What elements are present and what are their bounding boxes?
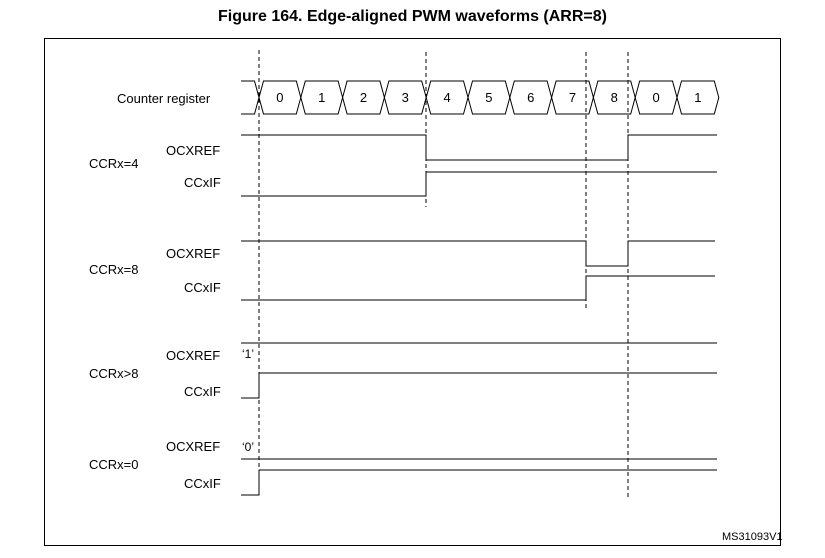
counter-value: 2 xyxy=(360,90,367,105)
group-ccrx-4: CCRx=4 OCXREF CCxIF xyxy=(89,134,717,197)
group-ccrx-0: CCRx=0 OCXREF CCxIF ‘0’ xyxy=(89,439,717,496)
counter-value: 7 xyxy=(569,90,576,105)
timing-markers xyxy=(258,50,629,498)
constant-level-label: ‘1’ xyxy=(242,347,254,361)
counter-value: 3 xyxy=(402,90,409,105)
group-ccrx-8: CCRx=8 OCXREF CCxIF xyxy=(89,240,715,301)
group-ccrx-gt-8: CCRx>8 OCXREF CCxIF ‘1’ xyxy=(89,342,717,399)
counter-value: 6 xyxy=(527,90,534,105)
ocxref-label: OCXREF xyxy=(166,348,220,363)
ccxif-waveform xyxy=(241,469,717,496)
counter-register-cells: 0 1 2 3 4 5 6 7 8 0 1 xyxy=(241,80,720,115)
counter-value: 5 xyxy=(485,90,492,105)
condition-label: CCRx>8 xyxy=(89,366,139,381)
counter-value: 1 xyxy=(318,90,325,105)
figure-title: Figure 164. Edge-aligned PWM waveforms (… xyxy=(218,8,607,25)
counter-value: 8 xyxy=(611,90,618,105)
reference-code: MS31093V1 xyxy=(722,531,783,543)
ccxif-label: CCxIF xyxy=(184,476,221,491)
ccxif-label: CCxIF xyxy=(184,280,221,295)
counter-value: 4 xyxy=(443,90,450,105)
condition-label: CCRx=8 xyxy=(89,262,139,277)
ccxif-waveform xyxy=(241,372,717,399)
ocxref-label: OCXREF xyxy=(166,246,220,261)
counter-register-label: Counter register xyxy=(117,91,211,106)
ocxref-waveform xyxy=(241,240,715,267)
condition-label: CCRx=4 xyxy=(89,156,139,171)
condition-label: CCRx=0 xyxy=(89,457,139,472)
counter-value: 1 xyxy=(694,90,701,105)
counter-value: 0 xyxy=(276,90,283,105)
counter-cell xyxy=(676,80,720,115)
figure-frame xyxy=(44,38,781,546)
constant-level-label: ‘0’ xyxy=(242,440,254,454)
counter-value: 0 xyxy=(652,90,659,105)
ccxif-label: CCxIF xyxy=(184,384,221,399)
ocxref-label: OCXREF xyxy=(166,439,220,454)
ccxif-label: CCxIF xyxy=(184,175,221,190)
ocxref-label: OCXREF xyxy=(166,143,220,158)
ccxif-waveform xyxy=(241,171,717,197)
counter-leading-tail xyxy=(241,80,260,115)
ccxif-waveform xyxy=(241,275,715,301)
ocxref-waveform xyxy=(241,134,717,161)
